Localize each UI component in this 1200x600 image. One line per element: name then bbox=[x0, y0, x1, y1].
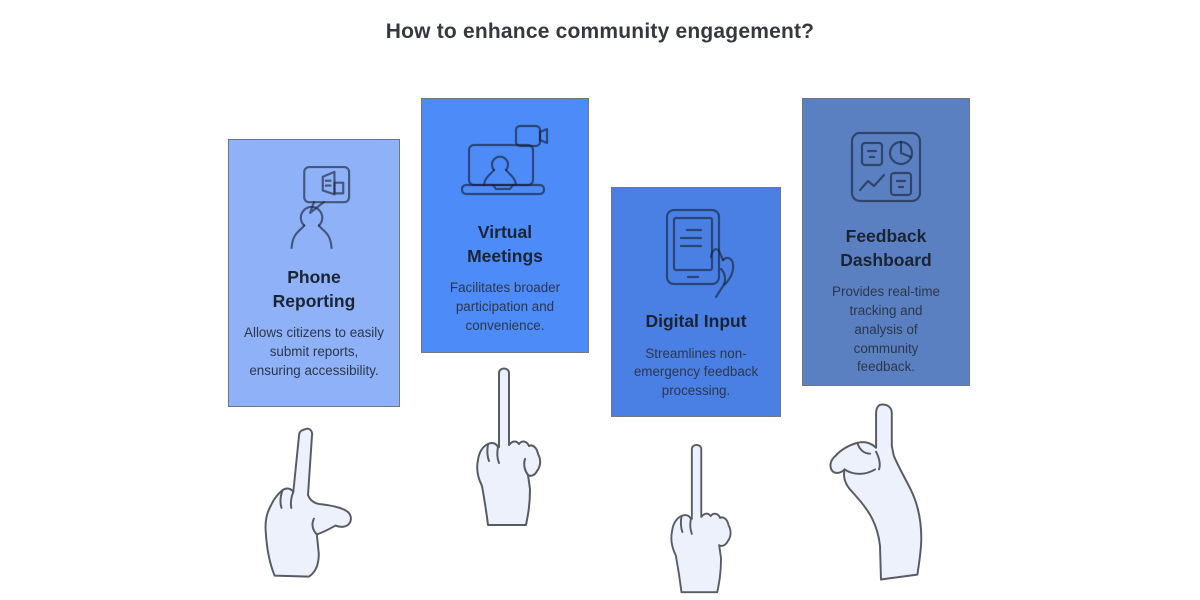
card-virtual-meetings: Virtual Meetings Facilitates broader par… bbox=[421, 98, 589, 353]
card-title: Phone Reporting bbox=[272, 267, 356, 311]
card-description: Facilitates broader participation and co… bbox=[449, 280, 561, 333]
card-title: Feedback Dashboard bbox=[840, 226, 932, 270]
card-phone-reporting: Phone Reporting Allows citizens to easil… bbox=[228, 139, 400, 407]
card-description: Provides real-time tracking and analysis… bbox=[832, 284, 940, 375]
dashboard-charts-icon bbox=[849, 119, 923, 215]
page-title: How to enhance community engagement? bbox=[385, 20, 815, 43]
laptop-video-call-icon bbox=[461, 115, 549, 211]
pointing-hand-icon bbox=[822, 396, 938, 590]
person-megaphone-speech-bubble-icon bbox=[275, 160, 353, 256]
pointing-hand-icon bbox=[455, 358, 555, 530]
card-description: Allows citizens to easily submit reports… bbox=[244, 325, 384, 378]
pointing-hand-icon bbox=[254, 422, 362, 580]
card-title: Digital Input bbox=[645, 311, 747, 331]
card-digital-input: Digital Input Streamlines non-emergency … bbox=[611, 187, 781, 417]
card-feedback-dashboard: Feedback Dashboard Provides real-time tr… bbox=[802, 98, 970, 386]
tablet-touch-hand-icon bbox=[655, 204, 737, 300]
pointing-hand-icon bbox=[650, 436, 745, 596]
card-title: Virtual Meetings bbox=[467, 222, 543, 266]
card-description: Streamlines non-emergency feedback proce… bbox=[633, 345, 759, 399]
